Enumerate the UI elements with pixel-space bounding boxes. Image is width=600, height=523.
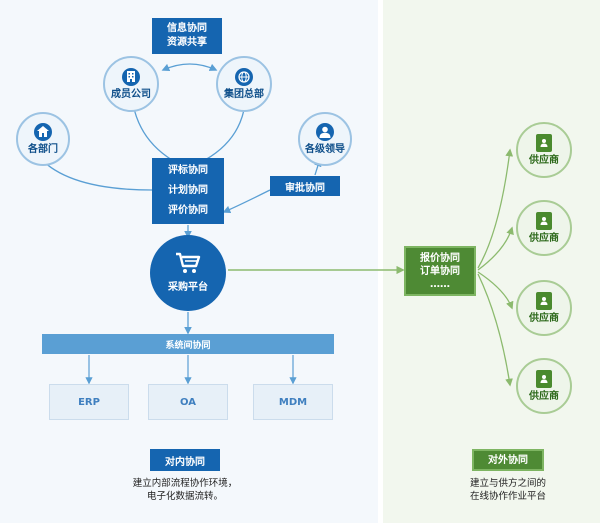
globe-icon xyxy=(235,67,253,86)
internal-description: 建立内部流程协作环境， 电子化数据流转。 xyxy=(85,477,285,503)
platform-label: 采购平台 xyxy=(168,282,208,293)
external-collab-tag: 对外协同 xyxy=(472,449,544,471)
contact-book-icon xyxy=(536,291,552,310)
departments-node: 各部门 xyxy=(16,112,70,166)
system-mdm-label: MDM xyxy=(278,396,308,408)
leaders-label: 各级领导 xyxy=(305,143,345,155)
system-mdm: MDM xyxy=(253,384,333,420)
external-description: 建立与供方之间的 在线协作作业平台 xyxy=(425,477,591,503)
internal-tag-label: 对内协同 xyxy=(165,456,205,468)
resource-sharing-box: 信息协同 资源共享 xyxy=(152,18,222,54)
supplier-label: 供应商 xyxy=(529,232,559,244)
group-hq-node: 集团总部 xyxy=(216,56,272,112)
resource-box-line-2: 资源共享 xyxy=(167,37,207,48)
leaders-node: 各级领导 xyxy=(298,112,352,166)
system-oa: OA xyxy=(148,384,228,420)
internal-collab-tag: 对内协同 xyxy=(150,449,220,471)
collaboration-box: 评标协同 计划协同 评价协同 xyxy=(152,158,224,224)
system-erp-label: ERP xyxy=(78,396,100,408)
external-desc-line-1: 建立与供方之间的 xyxy=(469,478,546,489)
external-tag-label: 对外协同 xyxy=(488,454,528,466)
departments-label: 各部门 xyxy=(28,143,58,155)
collab-item-bidding: 评标协同 xyxy=(168,165,208,176)
external-item-more: …… xyxy=(430,278,450,290)
supplier-label: 供应商 xyxy=(529,154,559,166)
external-desc-line-2: 在线协作作业平台 xyxy=(469,491,546,502)
contact-book-icon xyxy=(536,211,552,230)
internal-desc-line-2: 电子化数据流转。 xyxy=(146,491,223,502)
person-icon xyxy=(316,122,334,141)
approval-box: 审批协同 xyxy=(270,176,340,196)
resource-box-line-1: 信息协同 xyxy=(167,23,207,34)
group-hq-label: 集团总部 xyxy=(224,88,264,100)
approval-label: 审批协同 xyxy=(285,182,325,194)
internal-desc-line-1: 建立内部流程协作环境， xyxy=(132,478,238,489)
external-collaboration-box: 报价协同 订单协同 …… xyxy=(404,246,476,296)
external-item-order: 订单协同 xyxy=(420,265,460,277)
supplier-node: 供应商 xyxy=(516,280,572,336)
system-collaboration-bar: 系统间协同 xyxy=(42,334,334,354)
collab-item-plan: 计划协同 xyxy=(168,185,208,196)
procurement-platform-node: 采购平台 xyxy=(150,235,226,311)
supplier-node: 供应商 xyxy=(516,200,572,256)
member-company-label: 成员公司 xyxy=(111,88,151,100)
cart-icon xyxy=(175,252,201,278)
home-icon xyxy=(34,122,52,141)
collab-item-evaluation: 评价协同 xyxy=(168,205,208,216)
system-erp: ERP xyxy=(49,384,129,420)
system-oa-label: OA xyxy=(180,396,196,408)
contact-book-icon xyxy=(536,369,552,388)
member-company-node: 成员公司 xyxy=(103,56,159,112)
supplier-label: 供应商 xyxy=(529,390,559,402)
supplier-node: 供应商 xyxy=(516,122,572,178)
supplier-node: 供应商 xyxy=(516,358,572,414)
supplier-label: 供应商 xyxy=(529,312,559,324)
external-item-quote: 报价协同 xyxy=(420,252,460,264)
building-icon xyxy=(122,67,140,86)
system-bar-label: 系统间协同 xyxy=(165,340,211,351)
contact-book-icon xyxy=(536,133,552,152)
